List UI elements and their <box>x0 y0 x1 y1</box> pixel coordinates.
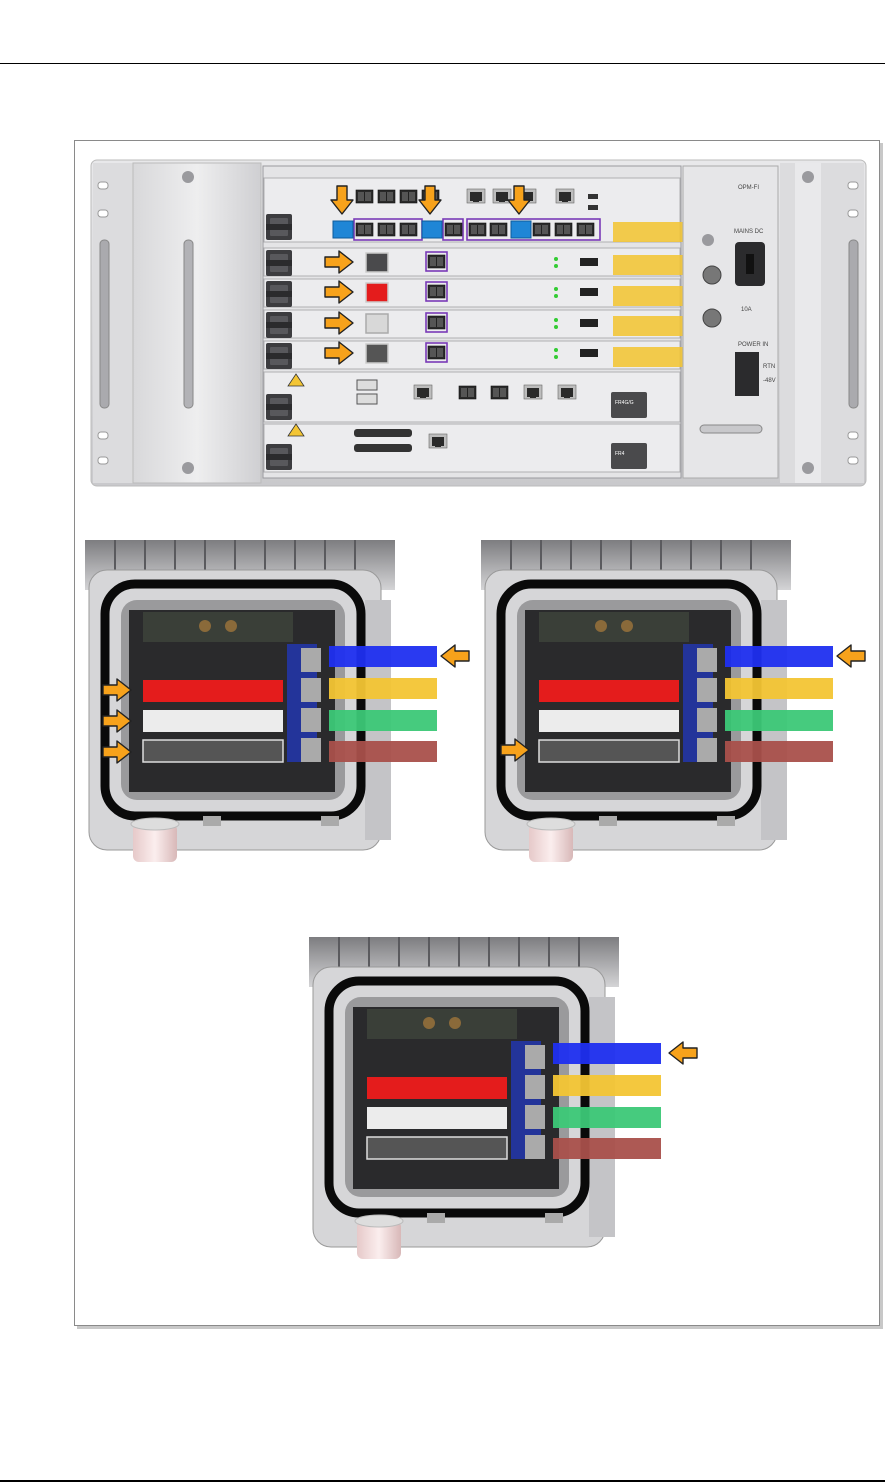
dark-band <box>367 1137 507 1159</box>
enclosure-right <box>481 540 865 862</box>
lower-card-1: FR4G/G <box>264 372 680 422</box>
yellow-band <box>725 678 833 699</box>
brown-band <box>725 741 833 762</box>
blue-sfp-highlight <box>333 221 353 238</box>
red-band <box>539 680 679 702</box>
chassis-shelf: FR4G/G FR4 OPM-FI MAINS DC 10A POWER IN <box>91 160 866 486</box>
power-in-label: POWER IN <box>738 342 768 348</box>
red-band <box>367 1077 507 1099</box>
enclosure-bottom <box>309 937 697 1259</box>
green-band <box>329 710 437 731</box>
yellow-band <box>329 678 437 699</box>
dark-band <box>539 740 679 762</box>
rtn-label: RTN <box>763 364 775 370</box>
lower-card-2: FR4 <box>264 424 680 472</box>
enclosure-left <box>85 540 469 862</box>
orange-arrow-icon <box>837 645 865 667</box>
blue-band <box>725 646 833 667</box>
orange-arrow-icon <box>441 645 469 667</box>
left-handle[interactable] <box>184 240 193 408</box>
minus48-label: -48V <box>763 378 776 384</box>
blue-band <box>329 646 437 667</box>
power-panel-handle[interactable] <box>700 425 762 433</box>
footer-rule <box>0 1480 885 1482</box>
dark-band <box>143 740 283 762</box>
fuse-label: 10A <box>741 307 752 313</box>
card-module-white <box>366 314 388 333</box>
rj45-port-icon[interactable] <box>467 189 485 203</box>
card-module-red <box>366 283 388 302</box>
blue-band <box>553 1043 661 1064</box>
opm-label: OPM-FI <box>738 185 759 191</box>
right-mounting-ear <box>780 163 864 483</box>
red-band <box>143 680 283 702</box>
white-band <box>143 710 283 732</box>
green-band <box>553 1107 661 1128</box>
card-label-b: FR4 <box>615 451 625 457</box>
card-module-gray <box>366 344 388 363</box>
mains-label: MAINS DC <box>734 229 764 235</box>
white-band <box>539 710 679 732</box>
card-module-dark <box>366 253 388 272</box>
card-label-a: FR4G/G <box>615 400 634 406</box>
yellow-band <box>553 1075 661 1096</box>
white-band <box>367 1107 507 1129</box>
brown-band <box>329 741 437 762</box>
brown-band <box>553 1138 661 1159</box>
green-band <box>725 710 833 731</box>
power-connector[interactable] <box>735 352 759 396</box>
left-mounting-ear <box>93 163 133 483</box>
orange-arrow-icon <box>669 1042 697 1064</box>
left-blank-panel <box>133 163 261 483</box>
card-handle-icon[interactable] <box>266 214 292 240</box>
